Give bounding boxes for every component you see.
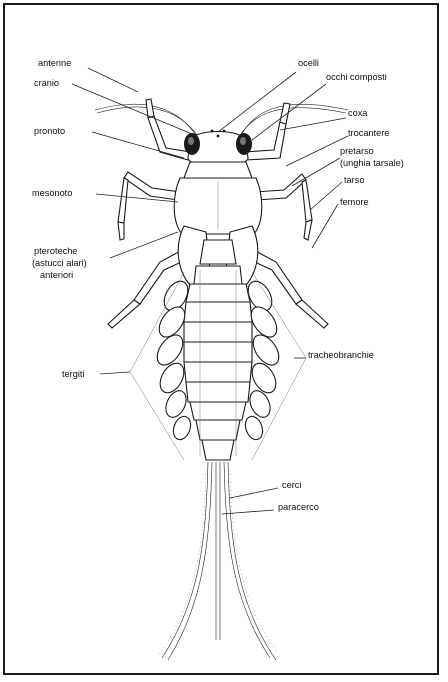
left-labels: antenne cranio pronoto mesonoto pterotec…: [32, 58, 87, 379]
label-coxa: coxa: [348, 108, 368, 118]
label-ocelli: ocelli: [298, 58, 319, 68]
label-femore: femore: [340, 197, 369, 207]
label-tarso: tarso: [344, 175, 364, 185]
label-cranio: cranio: [34, 78, 59, 88]
label-paracerco: paracerco: [278, 502, 319, 512]
right-labels: ocelli occhi composti coxa trocantere pr…: [278, 58, 404, 512]
label-tracheobranchie: tracheobranchie: [308, 350, 374, 360]
label-pteroteche-line3: anteriori: [40, 270, 73, 280]
label-cerci: cerci: [282, 480, 301, 490]
label-pteroteche-line1: pteroteche: [34, 246, 77, 256]
label-pronoto: pronoto: [34, 126, 65, 136]
label-trocantere: trocantere: [348, 128, 389, 138]
label-antenne: antenne: [38, 58, 71, 68]
label-mesonoto: mesonoto: [32, 188, 72, 198]
label-pretarso-line2: (unghia tarsale): [340, 158, 404, 168]
abdomen-drawing: [184, 266, 252, 460]
label-pretarso-line1: pretarso: [340, 146, 374, 156]
label-pteroteche-line2: (astucci alari): [32, 258, 87, 268]
head-drawing: [184, 130, 252, 166]
label-tergiti: tergiti: [62, 369, 84, 379]
label-occhi-composti: occhi composti: [326, 72, 387, 82]
